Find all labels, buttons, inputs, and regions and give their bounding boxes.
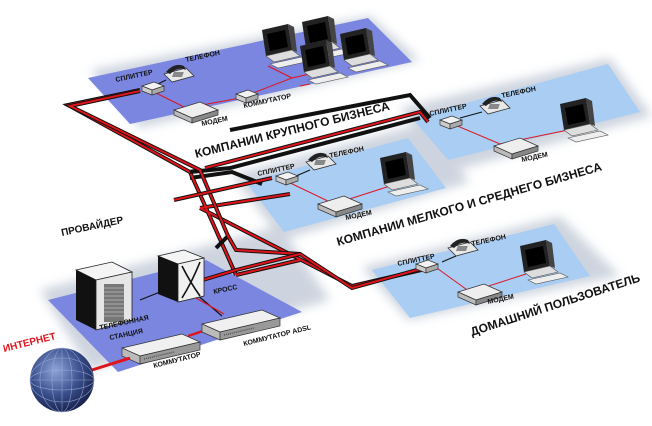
home-user-devices	[415, 238, 569, 306]
zone-title-provider: ПРОВАЙДЕР	[60, 213, 125, 239]
provider-devices	[74, 249, 281, 365]
panel-medium-right	[412, 64, 640, 160]
medium-right-devices	[439, 96, 609, 160]
small-medium-devices	[275, 151, 429, 218]
cross-connect-icon	[156, 249, 206, 303]
label-cross: КРОСС	[213, 284, 238, 296]
network-links	[63, 89, 430, 291]
internet-globe-icon	[29, 347, 131, 413]
telephone-exchange-icon	[74, 261, 134, 331]
large-business-devices	[141, 15, 389, 124]
